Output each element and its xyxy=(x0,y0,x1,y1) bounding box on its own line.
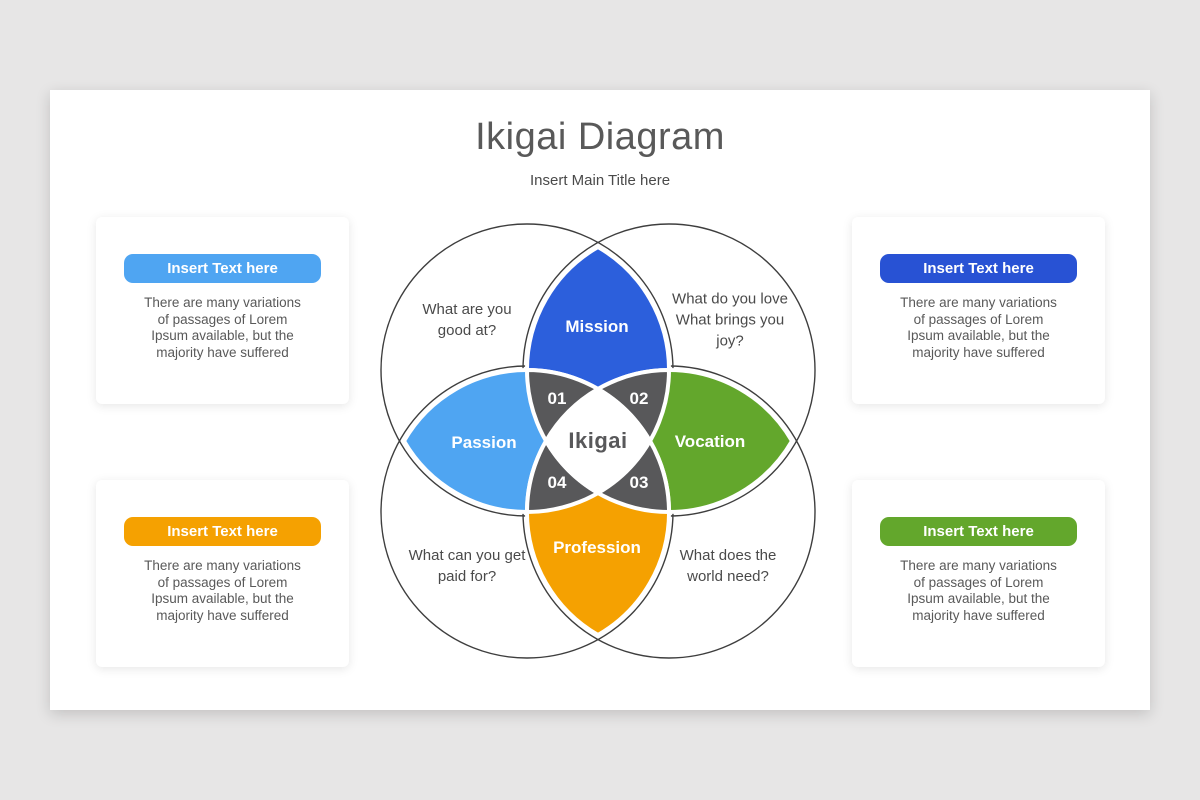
petal-label-mission: Mission xyxy=(565,317,629,336)
annotation-bottom-left: What can you get paid for? xyxy=(408,547,526,585)
insert-text-button-bottom-right[interactable]: Insert Text here xyxy=(880,517,1077,546)
petal-label-vocation: Vocation xyxy=(674,432,746,451)
card-body-bottom-right: There are many variations of passages of… xyxy=(900,558,1057,623)
ikigai-venn-diagram: Mission Passion Vocation Profession 01 0… xyxy=(378,221,818,661)
card-top-right: Insert Text here There are many variatio… xyxy=(852,217,1105,404)
intersection-number-02: 02 xyxy=(629,389,649,408)
petal-label-passion: Passion xyxy=(451,433,517,452)
insert-text-button-top-left[interactable]: Insert Text here xyxy=(124,254,321,283)
annotation-bottom-right: What does the world need? xyxy=(679,547,777,585)
insert-text-button-top-right[interactable]: Insert Text here xyxy=(880,254,1077,283)
card-bottom-right: Insert Text here There are many variatio… xyxy=(852,480,1105,667)
intersection-number-03: 03 xyxy=(629,473,649,492)
intersection-number-04: 04 xyxy=(547,473,567,492)
slide-canvas: Ikigai Diagram Insert Main Title here In… xyxy=(50,90,1150,710)
center-label-ikigai: Ikigai xyxy=(568,428,628,453)
petal-label-profession: Profession xyxy=(553,538,641,557)
annotation-top-right: What do you love What brings you joy? xyxy=(672,290,788,350)
slide-title: Ikigai Diagram xyxy=(475,116,725,158)
intersection-number-01: 01 xyxy=(547,389,567,408)
card-body-bottom-left: There are many variations of passages of… xyxy=(144,558,301,623)
venn-svg xyxy=(380,223,816,659)
card-bottom-left: Insert Text here There are many variatio… xyxy=(96,480,349,667)
slide-subtitle[interactable]: Insert Main Title here xyxy=(529,172,671,189)
center-diamond-shape xyxy=(544,387,652,495)
card-body-top-right: There are many variations of passages of… xyxy=(900,295,1057,360)
insert-text-button-bottom-left[interactable]: Insert Text here xyxy=(124,517,321,546)
annotation-top-left: What are you good at? xyxy=(422,301,512,339)
card-body-top-left: There are many variations of passages of… xyxy=(144,295,301,360)
card-top-left: Insert Text here There are many variatio… xyxy=(96,217,349,404)
